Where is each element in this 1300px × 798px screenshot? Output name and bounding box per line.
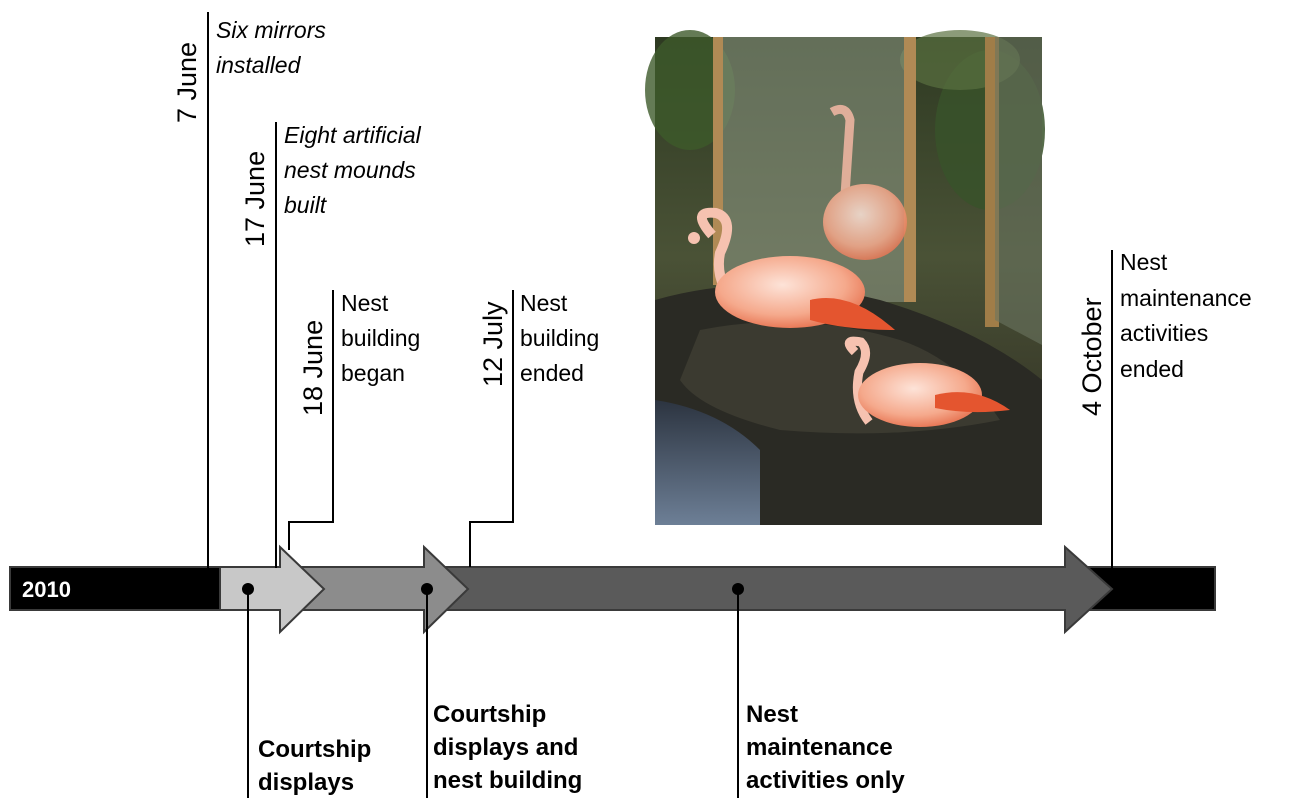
event-7-june: 7 June Six mirrors installed [172,17,326,123]
phase-label-line: displays and [433,734,578,761]
phase-label-line: activities only [746,767,905,794]
phase-arrow-nest-maintenance [429,544,1114,635]
event-17-june: 17 June Eight artificial nest mounds bui… [240,122,422,247]
event-note-line: maintenance [1120,285,1252,311]
event-date: 7 June [172,42,202,123]
event-note-line: began [341,360,405,386]
phase-label-line: maintenance [746,734,893,761]
event-date: 17 June [240,151,270,247]
phase-marker-courtship-and-nest-building: Courtship displays and nest building [421,583,582,798]
event-note-line: Nest [1120,249,1168,275]
phase-label-line: Courtship [433,701,546,728]
event-note-line: nest mounds [284,157,416,183]
event-lines [207,12,1113,570]
event-12-july: 12 July Nest building ended [478,290,599,387]
phase-label-line: displays [258,769,354,796]
event-date: 18 June [298,320,328,416]
year-label: 2010 [22,577,71,602]
event-note-line: Six mirrors [216,17,326,43]
event-note-line: installed [216,52,302,78]
phase-label-line: Courtship [258,736,371,763]
event-date: 4 October [1077,297,1107,416]
phase-arrow-courtship-and-nest-building [299,544,470,635]
event-note-line: building [520,325,599,351]
phase-marker-nest-maintenance: Nest maintenance activities only [732,583,905,798]
event-note-line: built [284,192,328,218]
phase-marker-courtship: Courtship displays [242,583,371,798]
event-note-line: ended [520,360,584,386]
event-note-line: Nest [341,290,389,316]
event-note-line: ended [1120,356,1184,382]
flamingo-photo [645,30,1045,525]
event-note-line: activities [1120,320,1208,346]
phase-arrow-courtship [219,544,326,635]
event-4-october: 4 October Nest maintenance activities en… [1077,249,1252,416]
phase-label-line: nest building [433,767,582,794]
event-18-june: 18 June Nest building began [298,290,420,416]
event-note-line: building [341,325,420,351]
event-date: 12 July [478,301,508,387]
event-note-line: Eight artificial [284,122,422,148]
event-note-line: Nest [520,290,568,316]
phase-label-line: Nest [746,701,798,728]
